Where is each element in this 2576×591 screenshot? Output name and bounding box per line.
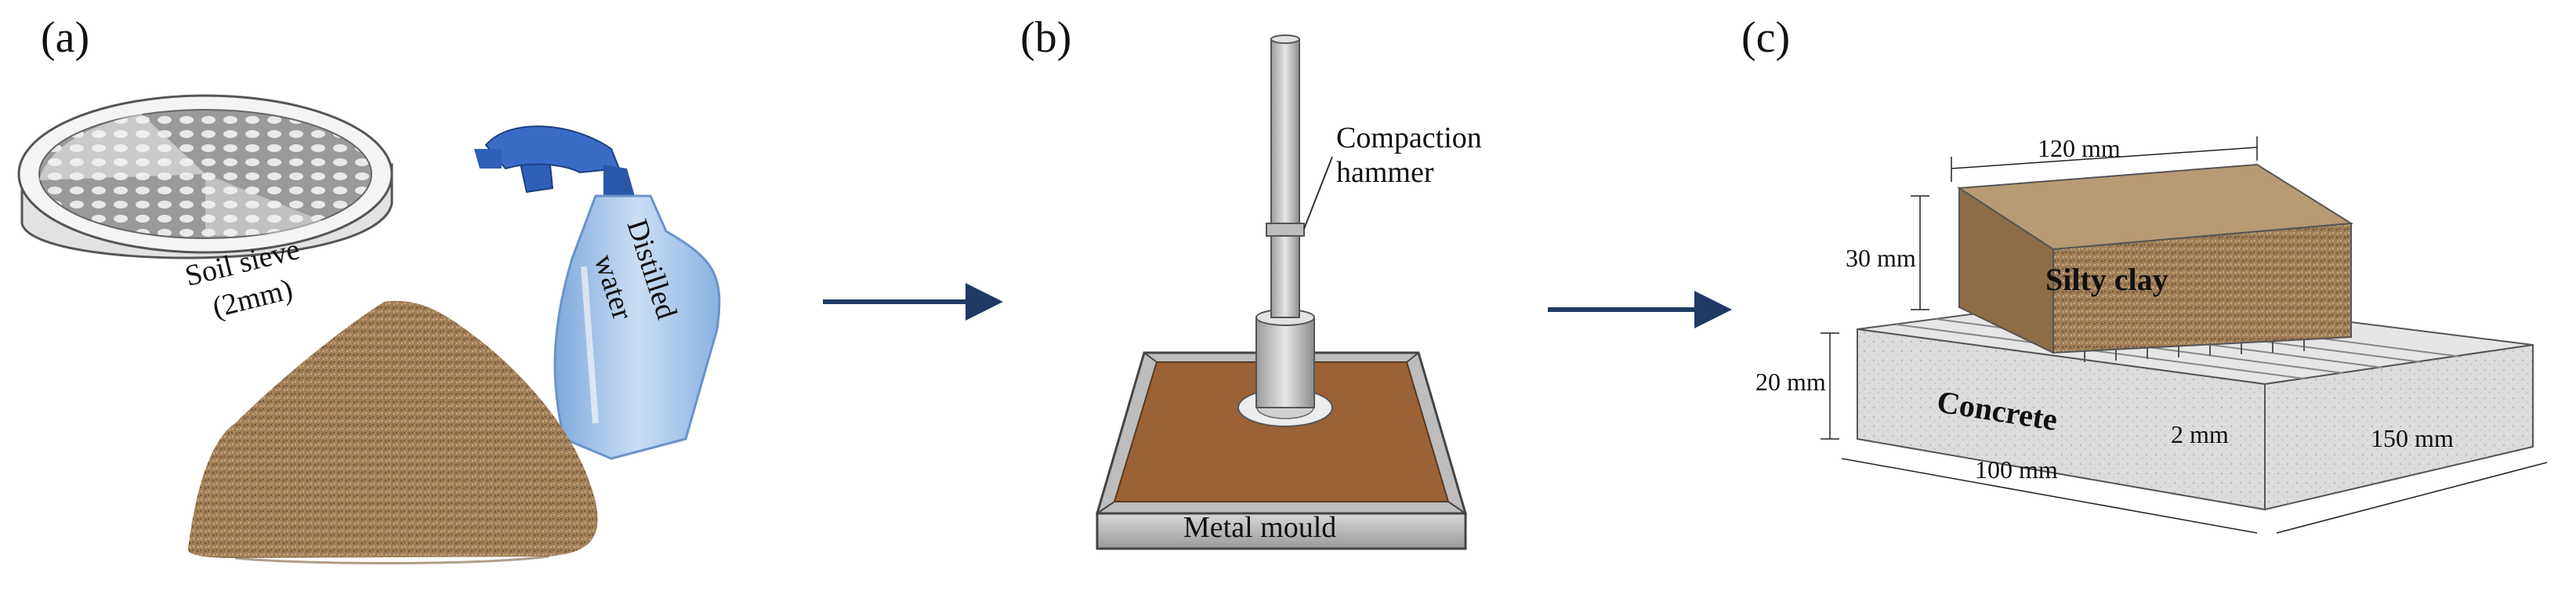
soil-pile-icon	[187, 300, 598, 564]
silty-clay-label: Silty clay	[2045, 262, 2168, 297]
panel-a: (a) Soil sieve (2mm) Distilled water	[17, 13, 721, 564]
dimension-lines	[1821, 136, 2548, 534]
panel-a-label: (a)	[41, 13, 89, 62]
dim-top-label: 120 mm	[2038, 134, 2121, 162]
spray-bottle-icon	[474, 125, 721, 460]
metal-mould-icon	[1095, 351, 1468, 550]
compaction-hammer-icon	[1237, 34, 1333, 427]
dim-side-label: 150 mm	[2371, 424, 2454, 452]
groove-label: 2 mm	[2171, 420, 2229, 448]
panel-b: (b) Metal mould Compaction hammer	[1020, 13, 1482, 550]
specimen-block-icon	[1857, 163, 2534, 511]
hammer-label-line2: hammer	[1336, 156, 1434, 189]
dim-front-label: 100 mm	[1975, 455, 2058, 484]
mould-label: Metal mould	[1183, 511, 1336, 544]
dim-soil-height-label: 30 mm	[1846, 244, 1916, 272]
panel-c-label: (c)	[1741, 13, 1790, 62]
panel-b-label: (b)	[1020, 13, 1071, 62]
hammer-label-line1: Compaction	[1336, 121, 1482, 154]
soil-sieve-icon	[17, 94, 393, 259]
panel-c: (c)	[1741, 13, 2548, 534]
dim-concrete-height-label: 20 mm	[1755, 368, 1826, 396]
